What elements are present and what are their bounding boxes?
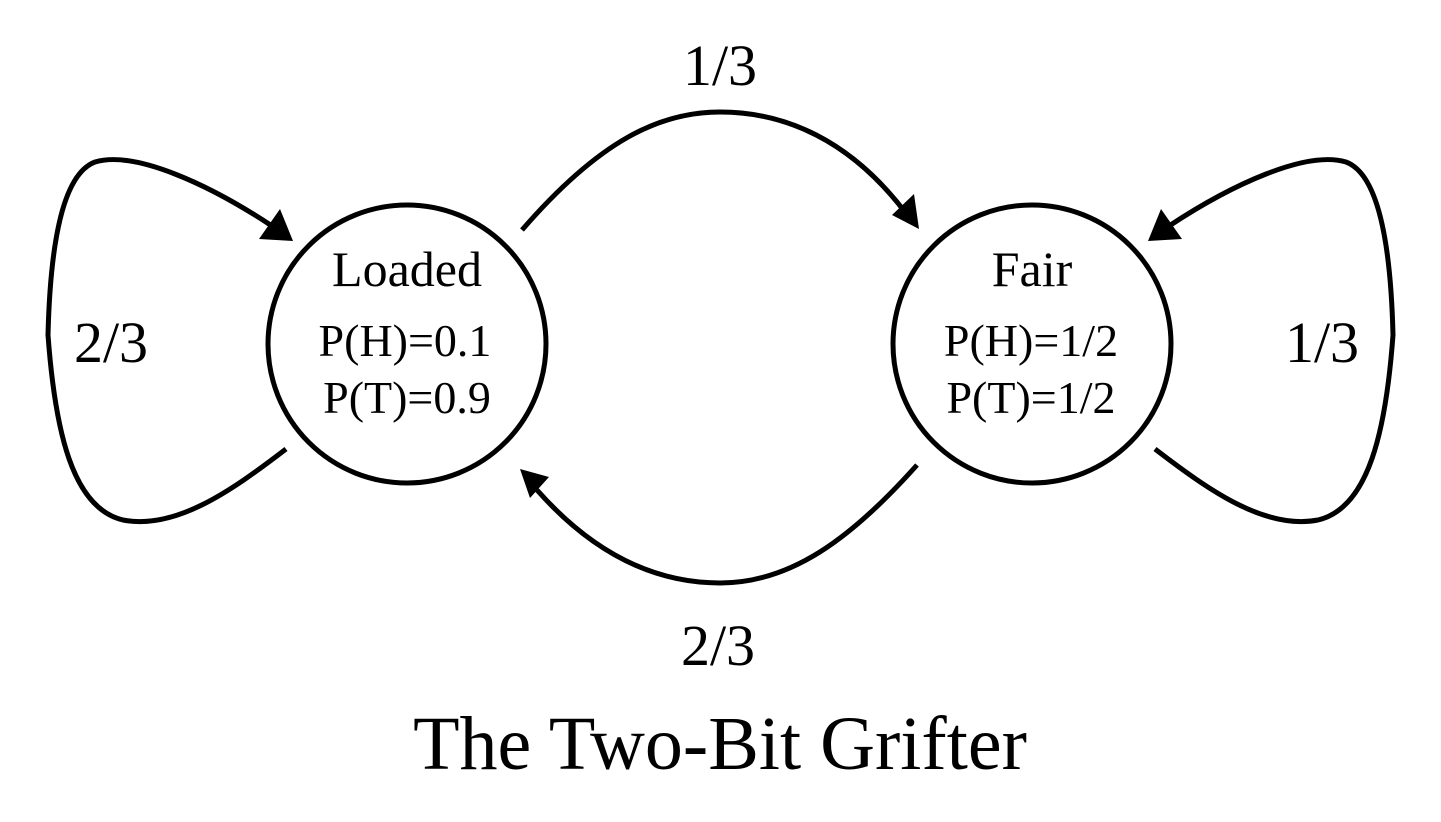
loaded-to-fair-label: 1/3 (683, 33, 757, 98)
loaded-p-heads: P(H)=0.1 (319, 315, 492, 366)
fair-p-heads: P(H)=1/2 (944, 315, 1118, 366)
loaded-state-name: Loaded (332, 241, 482, 297)
fair-state-circle (890, 202, 1174, 486)
fair-to-loaded-label: 2/3 (681, 613, 755, 678)
loaded-self-loop-edge (45, 157, 288, 524)
fair-to-loaded-edge (535, 463, 919, 586)
loaded-state-circle (265, 202, 549, 486)
loaded-self-loop-label: 2/3 (74, 310, 148, 375)
fair-self-loop-arrowhead (1148, 209, 1182, 241)
loaded-self-loop-arrowhead (259, 209, 293, 241)
fair-self-loop-edge (1153, 157, 1396, 524)
state-loaded: Loaded P(H)=0.1 P(T)=0.9 (265, 202, 549, 486)
fair-p-tails: P(T)=1/2 (946, 372, 1115, 423)
loaded-to-fair-arrowhead (892, 194, 919, 229)
loaded-p-tails: P(T)=0.9 (323, 372, 491, 423)
fair-self-loop-label: 1/3 (1285, 310, 1359, 375)
loaded-to-fair-edge (520, 109, 907, 232)
state-fair: Fair P(H)=1/2 P(T)=1/2 (890, 202, 1174, 486)
fair-to-loaded-arrowhead (520, 469, 549, 498)
diagram-title: The Two-Bit Grifter (413, 702, 1027, 786)
fair-state-name: Fair (992, 241, 1073, 297)
